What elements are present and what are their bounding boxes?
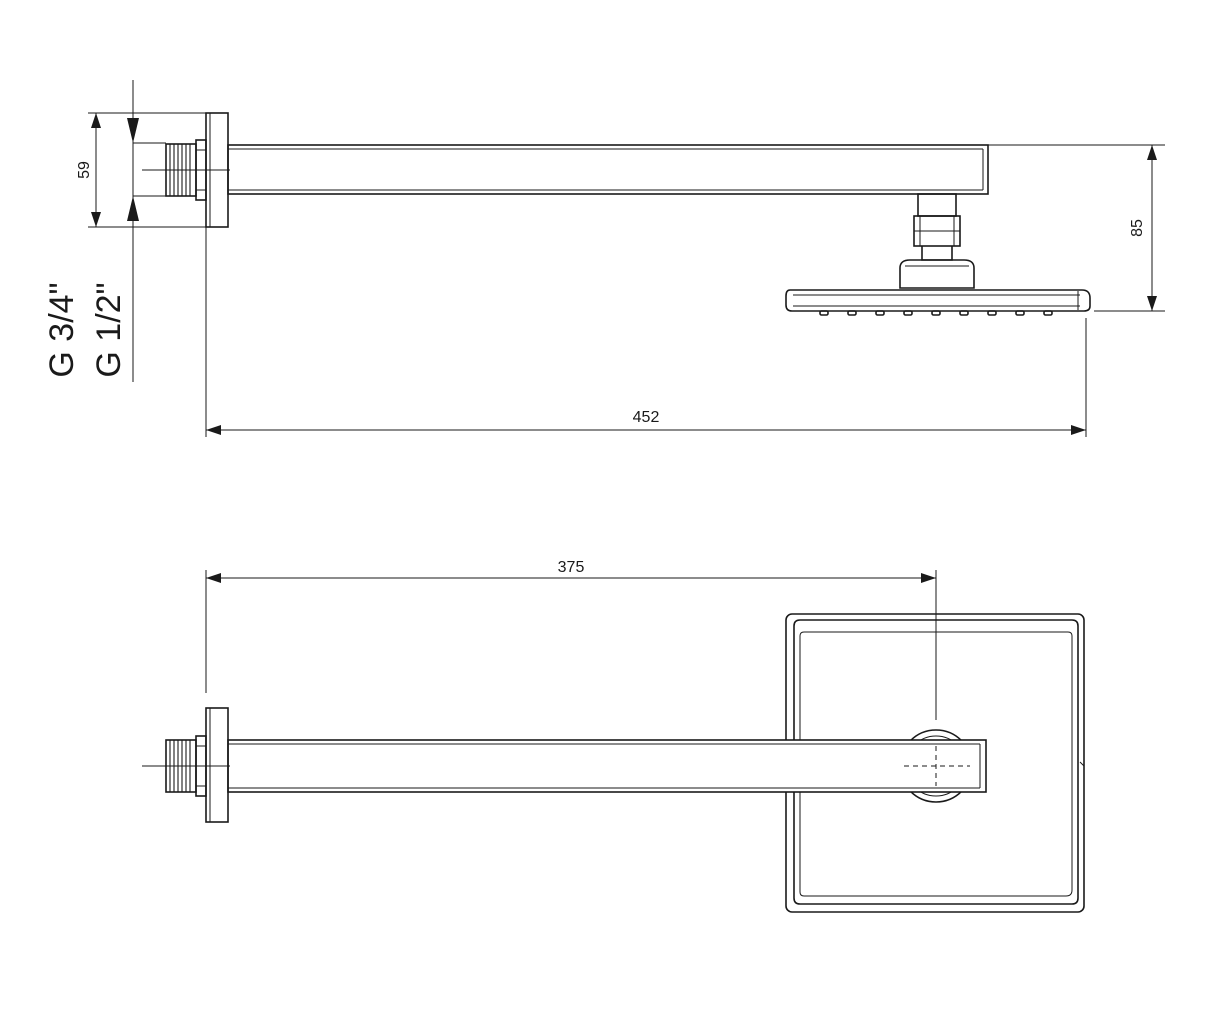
swivel-joint — [899, 193, 975, 289]
dimension-85-label: 85 — [1129, 219, 1146, 237]
side-view: 59 G 3/4" G 1/2" — [43, 80, 1165, 437]
shower-head-top — [785, 613, 1085, 913]
shower-arm-top — [227, 739, 987, 793]
wall-flange-side — [205, 112, 229, 437]
top-view: 375 — [142, 559, 1085, 913]
dimension-85: 85 — [1094, 145, 1165, 312]
dimension-452-label: 452 — [633, 409, 660, 426]
threaded-connector-side — [142, 139, 230, 201]
dimension-375: 375 — [205, 559, 937, 720]
threaded-connector-top — [142, 735, 230, 797]
thread-inner-label: G 1/2" — [90, 282, 128, 377]
dimension-452: 452 — [206, 318, 1087, 437]
dimension-375-label: 375 — [558, 559, 585, 576]
shower-arm-side — [227, 144, 1165, 195]
dimension-59: 59 — [76, 112, 206, 228]
shower-head-side — [785, 289, 1091, 316]
nozzles — [819, 310, 1053, 316]
thread-leader: G 3/4" G 1/2" — [43, 80, 166, 382]
dimension-59-label: 59 — [76, 161, 93, 179]
thread-outer-label: G 3/4" — [43, 282, 81, 377]
wall-flange-top — [205, 707, 229, 823]
